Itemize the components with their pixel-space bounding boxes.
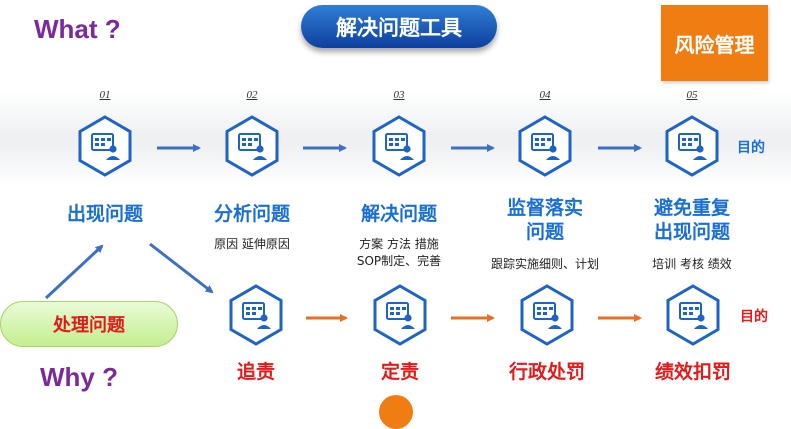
what-label: What ? [34, 14, 121, 44]
step-title-03: 解决问题 [360, 203, 437, 225]
top-goal-label: 目的 [737, 140, 765, 156]
step-number-01: 01 [99, 89, 111, 101]
step-desc-02: 原因 延伸原因 [214, 237, 290, 251]
bottom-title-4: 绩效扣罚 [654, 361, 731, 383]
hexagon-icon [661, 283, 725, 347]
hexagon-icon [513, 114, 577, 178]
step-title-02: 分析问题 [213, 203, 290, 225]
hexagon-icon [515, 283, 579, 347]
orange-dot [379, 395, 413, 429]
risk-management-box: 风险管理 [661, 5, 768, 81]
step-desc-05: 培训 考核 绩效 [652, 257, 732, 271]
hexagon-icon [367, 114, 431, 178]
bottom-title-3: 行政处罚 [508, 361, 585, 383]
step-number-04: 04 [539, 89, 551, 101]
tool-title-banner: 解决问题工具 [301, 5, 497, 48]
hexagon-icon [368, 283, 432, 347]
step-desc-03: 方案 方法 措施 SOP制定、完善 [356, 237, 442, 268]
bottom-title-1: 追责 [236, 361, 275, 383]
step-desc-04: 跟踪实施细则、计划 [490, 257, 599, 271]
step-number-03: 03 [393, 89, 405, 101]
step-number-05: 05 [686, 89, 698, 101]
arrow-diag-up [44, 244, 104, 300]
hexagon-icon [224, 283, 288, 347]
process-problem-pill: 处理问题 [0, 301, 178, 347]
bottom-goal-label: 目的 [740, 309, 768, 325]
bottom-title-2: 定责 [380, 361, 419, 383]
why-label: Why ? [40, 362, 118, 392]
hexagon-icon [660, 114, 724, 178]
step-title-01: 出现问题 [66, 203, 143, 225]
hexagon-icon [220, 114, 284, 178]
hexagon-icon [73, 114, 137, 178]
step-title-04: 监督落实 问题 [506, 197, 583, 243]
step-title-05: 避免重复 出现问题 [653, 197, 730, 243]
step-number-02: 02 [246, 89, 258, 101]
